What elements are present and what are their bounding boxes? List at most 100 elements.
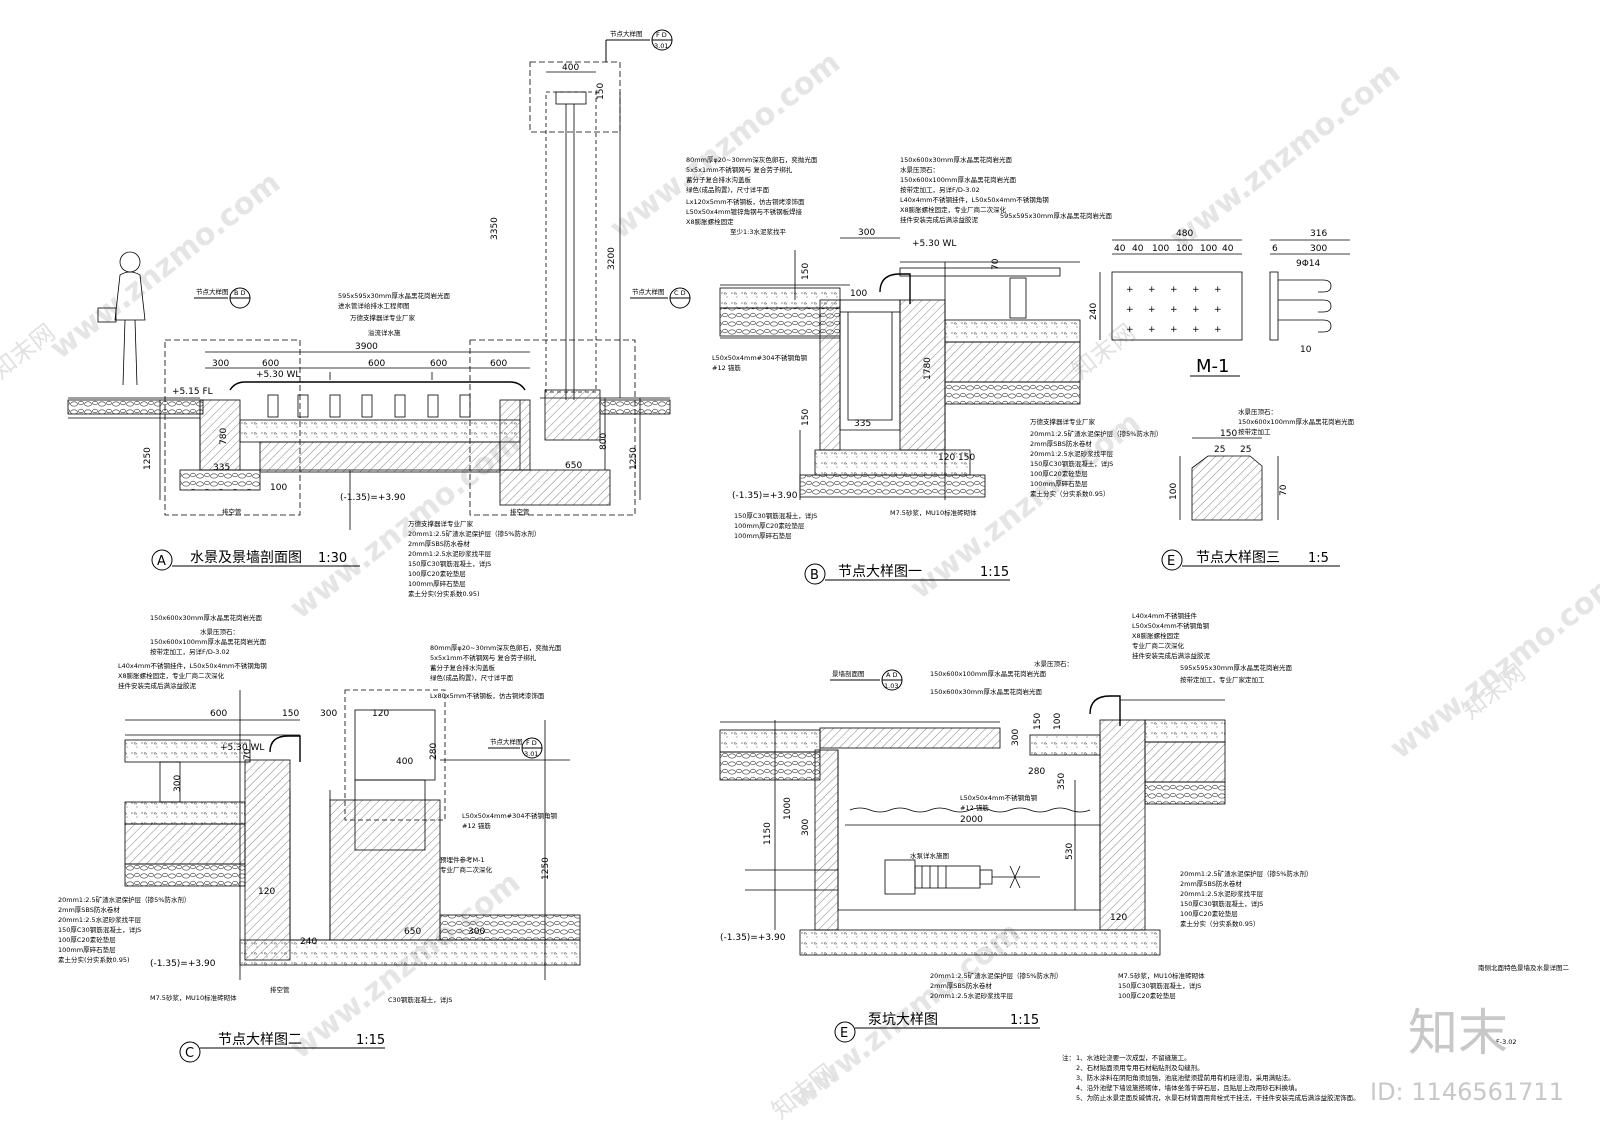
- svg-text:1000: 1000: [783, 797, 793, 820]
- svg-text:3、防水涂料在阴阳角须加强，池底池壁须提前用有机硅浸泡，采用: 3、防水涂料在阴阳角须加强，池底池壁须提前用有机硅浸泡，采用满贴法。: [1076, 1073, 1295, 1082]
- svg-text:素土分实(分实系数0.95): 素土分实(分实系数0.95): [58, 955, 130, 964]
- svg-text:1150: 1150: [763, 822, 773, 845]
- svg-text:专业厂商二次深化: 专业厂商二次深化: [440, 865, 493, 874]
- section-b: [719, 237, 1081, 500]
- c-notes-left: 150x600x30mm厚水晶黑花岗岩光面 水景压顶石： 150x600x100…: [118, 613, 267, 690]
- svg-text:排空管: 排空管: [270, 985, 290, 994]
- b-layers-left: 150厚C30钢筋混凝土，详JS 100mm厚C20素砼垫层 100mm厚碎石垫…: [734, 511, 817, 540]
- svg-text:A D: A D: [886, 671, 898, 679]
- m1-bolts: ++ ++ + ++ ++ + ++ ++ +: [1126, 285, 1222, 335]
- svg-text:300: 300: [858, 228, 875, 238]
- svg-text:70: 70: [243, 748, 253, 760]
- svg-text:350: 350: [1057, 773, 1067, 790]
- svg-text:100: 100: [1200, 244, 1217, 254]
- dim: 600: [430, 359, 447, 369]
- svg-text:150: 150: [1033, 713, 1043, 730]
- svg-text:100mm厚C20素砼垫层: 100mm厚C20素砼垫层: [734, 521, 805, 530]
- svg-text:300: 300: [173, 775, 183, 792]
- svg-text:595x595x30mm厚水晶黑花岗岩光面: 595x595x30mm厚水晶黑花岗岩光面: [1180, 663, 1292, 672]
- person-figure: [97, 251, 146, 386]
- dim: 3350: [490, 217, 500, 240]
- svg-text:150x600x100mm厚水晶黑花岗岩光面: 150x600x100mm厚水晶黑花岗岩光面: [930, 669, 1047, 678]
- svg-text:+: +: [1214, 305, 1222, 315]
- svg-text:1:5: 1:5: [1308, 551, 1329, 566]
- note: 进水管详给排水工程师图: [338, 301, 410, 310]
- svg-text:L50x50x4mm#304不锈钢角钢: L50x50x4mm#304不锈钢角钢: [712, 353, 808, 362]
- svg-text:+: +: [1126, 305, 1134, 315]
- svg-text:X8膨胀螺栓固定: X8膨胀螺栓固定: [1132, 631, 1180, 640]
- svg-text:100mm厚碎石垫层: 100mm厚碎石垫层: [58, 945, 116, 954]
- svg-text:120: 120: [258, 887, 275, 897]
- svg-text:300: 300: [801, 819, 811, 836]
- a-layer-notes: 万德支撑器详专业厂家 20mm1:2.5矿渣水泥保护层（掺5%防水剂） 2mm厚…: [408, 519, 540, 598]
- dim: 300: [212, 359, 229, 369]
- svg-text:万德支撑器详专业厂家: 万德支撑器详专业厂家: [408, 519, 474, 528]
- svg-text:240: 240: [300, 937, 317, 947]
- dim: 3200: [607, 247, 617, 270]
- svg-text:预埋件参考M-1: 预埋件参考M-1: [440, 855, 485, 864]
- note: 595x595x30mm厚水晶黑花岗岩光面: [338, 291, 450, 300]
- e2-bottom-right: M7.5砂浆，MU10标准砖砌体 150厚C30钢筋混凝土，详JS 100厚C2…: [1118, 971, 1205, 1000]
- svg-text:L50x50x4mm不锈钢角钢: L50x50x4mm不锈钢角钢: [960, 793, 1038, 802]
- svg-text:L50x50x4mm不锈钢角钢: L50x50x4mm不锈钢角钢: [1132, 621, 1210, 630]
- svg-text:F D: F D: [526, 739, 537, 747]
- svg-text:2mm厚SBS防水卷材: 2mm厚SBS防水卷材: [58, 905, 120, 914]
- svg-text:绿色(成品购置)，尺寸详平面: 绿色(成品购置)，尺寸详平面: [430, 673, 514, 682]
- svg-text:水景压顶石：: 水景压顶石：: [1034, 659, 1073, 668]
- svg-text:150x600x100mm厚水晶黑花岗岩光面: 150x600x100mm厚水晶黑花岗岩光面: [150, 637, 267, 646]
- pump-icon: [884, 859, 1040, 895]
- svg-text:水景压顶石：: 水景压顶石：: [1238, 407, 1277, 416]
- note: 溢流详水施: [368, 328, 401, 337]
- svg-text:40: 40: [1222, 244, 1234, 254]
- svg-text:素土分实（分实系数0.95）: 素土分实（分实系数0.95）: [1030, 489, 1109, 498]
- svg-text:9Φ14: 9Φ14: [1296, 259, 1321, 269]
- svg-text:20mm1:2.5矿渣水泥保护层（掺5%防水剂）: 20mm1:2.5矿渣水泥保护层（掺5%防水剂）: [1180, 869, 1312, 878]
- svg-text:40: 40: [1114, 244, 1126, 254]
- svg-text:70: 70: [1279, 484, 1289, 496]
- svg-text:2mm厚SBS防水卷材: 2mm厚SBS防水卷材: [930, 981, 992, 990]
- svg-text:20mm1:2.5矿渣水泥保护层（掺5%防水剂）: 20mm1:2.5矿渣水泥保护层（掺5%防水剂）: [408, 529, 540, 538]
- svg-text:(-1.35)=+3.90: (-1.35)=+3.90: [150, 959, 216, 969]
- svg-text:节点大样图: 节点大样图: [610, 29, 643, 38]
- svg-text:100厚C20素砼垫层: 100厚C20素砼垫层: [1030, 469, 1088, 478]
- svg-text:100: 100: [1176, 244, 1193, 254]
- svg-text:40: 40: [1132, 244, 1144, 254]
- section-a-letter: A: [157, 554, 166, 569]
- e2-bottom-layers: 20mm1:2.5矿渣水泥保护层（掺5%防水剂） 2mm厚SBS防水卷材 20m…: [930, 971, 1062, 1000]
- svg-text:景墙剖面图: 景墙剖面图: [832, 669, 865, 678]
- svg-text:5、为防止水景定面反碱情况，水景石材背面用背栓式干挂法，干挂: 5、为防止水景定面反碱情况，水景石材背面用背栓式干挂法，干挂件安装完成后满涂益胶…: [1076, 1093, 1360, 1102]
- svg-text:150厚C30钢筋混凝土，详JS: 150厚C30钢筋混凝土，详JS: [734, 511, 817, 520]
- svg-text:#12 锚筋: #12 锚筋: [960, 803, 989, 812]
- svg-text:E: E: [840, 1026, 848, 1041]
- dim: 3900: [355, 342, 378, 352]
- section-e1-text: 水景压顶石： 150x600x100mm厚水晶黑花岗岩光面 按带定加工 150 …: [1161, 407, 1355, 571]
- svg-text:120: 120: [372, 709, 389, 719]
- b-notes-right: 150x600x30mm厚水晶黑花岗岩光面 水景压顶石： 150x600x100…: [900, 155, 1112, 224]
- b-layers-right: 万德支撑器详专业厂家 20mm1:2.5矿渣水泥保护层（掺5%防水剂） 2mm厚…: [1030, 417, 1162, 498]
- svg-text:F D: F D: [656, 31, 667, 39]
- level-wl: +5.30 WL: [256, 370, 300, 380]
- svg-text:X8膨胀螺栓固定，专业厂商二次深化: X8膨胀螺栓固定，专业厂商二次深化: [118, 671, 225, 680]
- dim: 650: [565, 461, 582, 471]
- svg-text:挂件安装完成后满涂益胶泥: 挂件安装完成后满涂益胶泥: [900, 215, 979, 224]
- svg-text:480: 480: [1176, 229, 1193, 239]
- svg-text:X8膨胀螺栓固定: X8膨胀螺栓固定: [686, 217, 734, 226]
- svg-text:150厚C30钢筋混凝土，详JS: 150厚C30钢筋混凝土，详JS: [58, 925, 141, 934]
- svg-text:3.01: 3.01: [654, 42, 668, 50]
- svg-text:150: 150: [282, 709, 299, 719]
- svg-text:150: 150: [1220, 429, 1237, 439]
- svg-text:4、沿外池壁下墙设施搭砌体，墙体坐落于碎石层，且贴层上改用砂: 4、沿外池壁下墙设施搭砌体，墙体坐落于碎石层，且贴层上改用砂石料换填。: [1076, 1083, 1301, 1092]
- svg-text:1780: 1780: [923, 357, 933, 380]
- svg-text:按带定加工: 按带定加工: [1238, 427, 1271, 436]
- svg-text:L40x4mm不锈钢挂件，L50x50x4mm不锈钢角钢: L40x4mm不锈钢挂件，L50x50x4mm不锈钢角钢: [900, 195, 1049, 204]
- svg-text:按带定加工，专业厂家定加工: 按带定加工，专业厂家定加工: [1180, 675, 1265, 684]
- svg-text:泵坑大样图: 泵坑大样图: [868, 1012, 938, 1028]
- svg-text:300: 300: [320, 709, 337, 719]
- watermark-site: www.znzmo.com: [43, 165, 287, 366]
- dim: 600: [490, 359, 507, 369]
- watermark-site: www.znzmo.com: [603, 45, 847, 246]
- section-a-text: 400 150 3350 3200 3900 300 600 600 600 6…: [143, 63, 639, 598]
- svg-text:Lx80x5mm不锈钢板，仿古铜烤漆饰面: Lx80x5mm不锈钢板，仿古铜烤漆饰面: [430, 691, 545, 700]
- svg-text:1:15: 1:15: [1010, 1013, 1039, 1028]
